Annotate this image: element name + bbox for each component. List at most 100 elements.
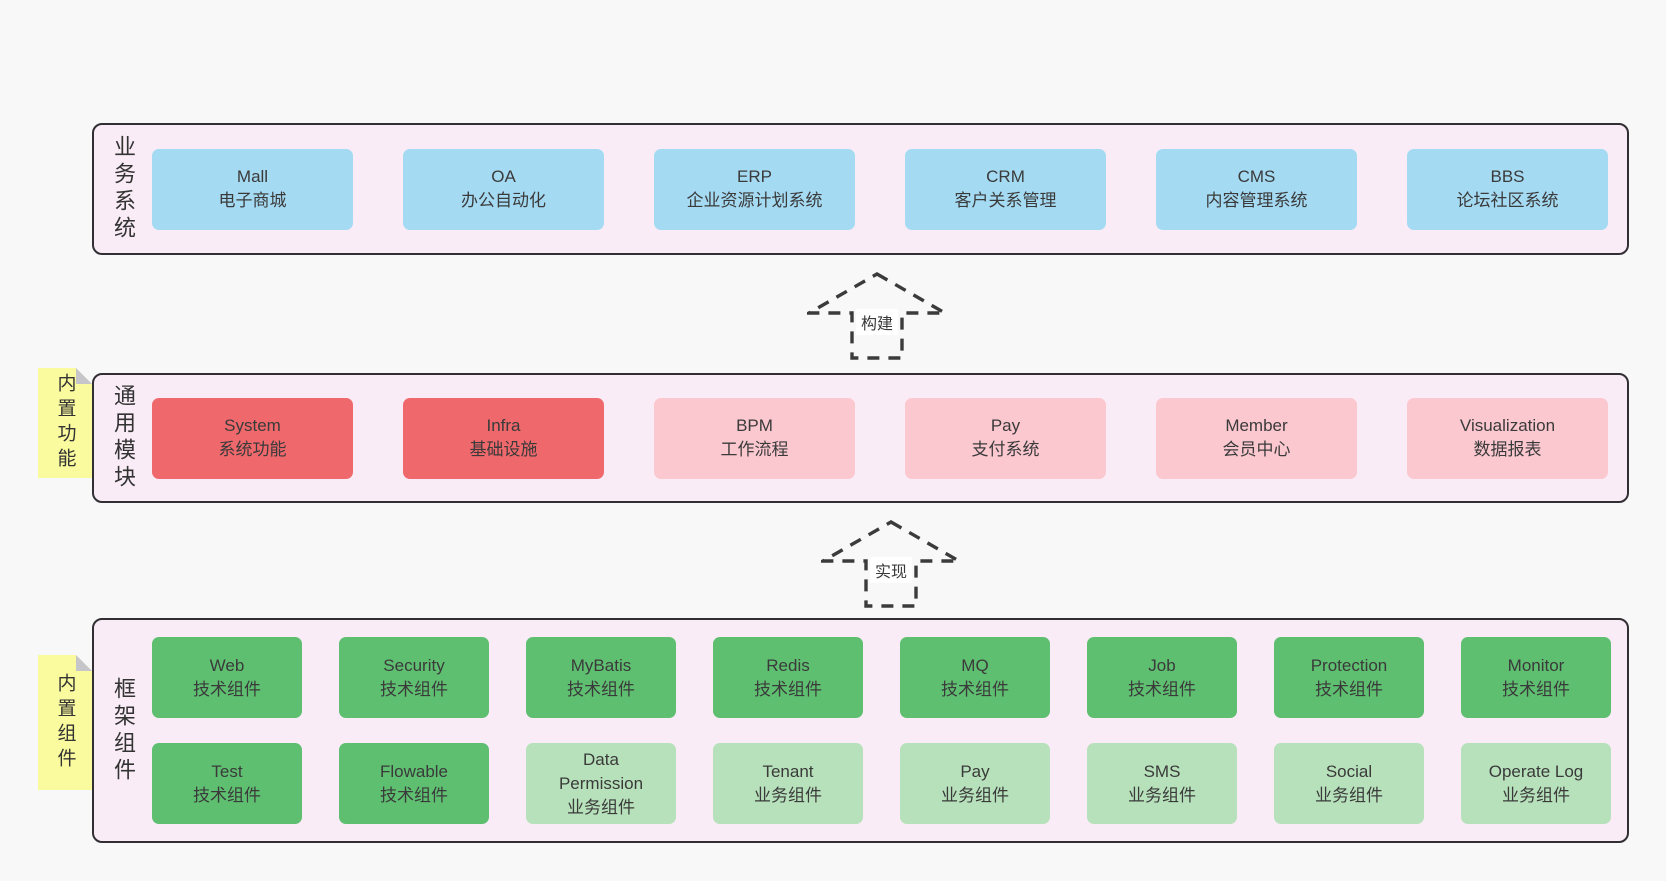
box-title: Tenant — [762, 761, 814, 781]
box-title: Social — [1325, 761, 1373, 781]
box-subtitle: 企业资源计划系统 — [686, 191, 823, 210]
box-subtitle: 业务组件 — [941, 785, 1009, 805]
sticky-note-background — [38, 655, 92, 790]
box-subtitle: 论坛社区系统 — [1456, 191, 1559, 210]
box-title: ERP — [737, 167, 772, 186]
box-web: Web 技术组件 — [152, 637, 302, 718]
box-subtitle: 业务组件 — [754, 785, 822, 805]
box-subtitle: 技术组件 — [1128, 679, 1196, 699]
box-title: MyBatis — [570, 655, 632, 675]
box-subtitle: 技术组件 — [380, 785, 448, 805]
box-member: Member 会员中心 — [1156, 397, 1357, 479]
box-title: CRM — [986, 167, 1025, 186]
box-title: Pay — [960, 761, 990, 781]
box-mybatis: MyBatis 技术组件 — [526, 637, 676, 718]
box-title: Test — [211, 761, 243, 781]
layer-common-modules: 通用模块 System 系统功能 Infra 基础设施 BPM 工作流程 Pay… — [92, 373, 1629, 503]
box-title: Monitor — [1507, 655, 1565, 675]
box-subtitle: 业务组件 — [1315, 785, 1383, 805]
layer-business-side-label: 业务系统 — [94, 125, 152, 253]
box-data-permission: Data Permission 业务组件 — [526, 743, 676, 824]
box-pay-component: Pay 业务组件 — [900, 743, 1050, 824]
box-subtitle: 系统功能 — [218, 440, 287, 459]
box-title: Job — [1148, 655, 1176, 675]
note-text: 内置组件 — [54, 672, 76, 773]
box-mq: MQ 技术组件 — [900, 637, 1050, 718]
box-title: Pay — [990, 416, 1021, 435]
box-subtitle: 业务组件 — [567, 797, 635, 817]
side-label-text: 通用模块 — [111, 384, 136, 492]
implement-arrow-label: 实现 — [869, 557, 913, 583]
box-title: Flowable — [379, 761, 449, 781]
box-subtitle: 业务组件 — [1128, 785, 1196, 805]
layer-framework-components: 框架组件 Web 技术组件 Security 技术组件 MyBatis 技术组件… — [92, 618, 1629, 843]
box-security: Security 技术组件 — [339, 637, 489, 718]
box-sms: SMS 业务组件 — [1087, 743, 1237, 824]
components-row-1: Web 技术组件 Security 技术组件 MyBatis 技术组件 Redi… — [152, 637, 1613, 718]
box-bbs: BBS 论坛社区系统 — [1407, 148, 1608, 230]
box-title: Redis — [766, 655, 810, 675]
box-flowable: Flowable 技术组件 — [339, 743, 489, 824]
layer-modules-side-label: 通用模块 — [94, 375, 152, 501]
box-oa: OA 办公自动化 — [403, 148, 604, 230]
box-title: MQ — [961, 655, 989, 675]
box-redis: Redis 技术组件 — [713, 637, 863, 718]
box-subtitle: 技术组件 — [380, 679, 448, 699]
box-subtitle: 业务组件 — [1502, 785, 1570, 805]
components-row-2: Test 技术组件 Flowable 技术组件 Data Permission … — [152, 743, 1613, 824]
box-subtitle: 技术组件 — [754, 679, 822, 699]
box-test: Test 技术组件 — [152, 743, 302, 824]
box-system: System 系统功能 — [152, 397, 353, 479]
box-protection: Protection 技术组件 — [1274, 637, 1424, 718]
box-title: CMS — [1237, 167, 1276, 186]
folded-corner-icon — [76, 655, 92, 671]
box-subtitle: 数据报表 — [1473, 440, 1542, 459]
note-text: 内置功能 — [54, 373, 76, 473]
box-subtitle: 技术组件 — [941, 679, 1009, 699]
box-title: Member — [1225, 416, 1288, 435]
box-subtitle: 会员中心 — [1222, 440, 1291, 459]
box-visualization: Visualization 数据报表 — [1407, 397, 1608, 479]
box-subtitle: 支付系统 — [971, 440, 1040, 459]
modules-boxes-row: System 系统功能 Infra 基础设施 BPM 工作流程 Pay 支付系统… — [152, 375, 1627, 501]
box-job: Job 技术组件 — [1087, 637, 1237, 718]
box-bpm: BPM 工作流程 — [654, 397, 855, 479]
note-built-in-components: 内置组件 — [38, 655, 92, 790]
box-subtitle: 办公自动化 — [461, 191, 546, 210]
box-title: Web — [209, 655, 245, 675]
box-title: BPM — [736, 416, 773, 435]
box-title: System — [224, 416, 281, 435]
box-monitor: Monitor 技术组件 — [1461, 637, 1611, 718]
side-label-text: 框架组件 — [111, 676, 136, 785]
box-subtitle: 技术组件 — [193, 785, 261, 805]
components-grid: Web 技术组件 Security 技术组件 MyBatis 技术组件 Redi… — [152, 620, 1627, 841]
block-arrow-up-icon — [821, 520, 961, 608]
box-subtitle: 工作流程 — [720, 440, 789, 459]
folded-corner-icon — [76, 368, 92, 384]
build-arrow-label: 构建 — [855, 309, 899, 335]
box-subtitle: 技术组件 — [567, 679, 635, 699]
box-subtitle: 客户关系管理 — [954, 191, 1057, 210]
box-title: OA — [491, 167, 516, 186]
note-built-in-features: 内置功能 — [38, 368, 92, 478]
box-title: Mall — [236, 167, 269, 186]
build-arrow: 构建 — [807, 271, 947, 361]
box-title: Security — [383, 655, 445, 675]
box-title: Data Permission — [558, 749, 644, 793]
box-title: SMS — [1143, 761, 1181, 781]
implement-arrow: 实现 — [821, 519, 961, 609]
box-title: Visualization — [1459, 416, 1556, 435]
sticky-note-background — [38, 368, 92, 478]
box-operate-log: Operate Log 业务组件 — [1461, 743, 1611, 824]
box-subtitle: 基础设施 — [469, 440, 538, 459]
side-label-text: 业务系统 — [111, 135, 136, 243]
box-crm: CRM 客户关系管理 — [905, 148, 1106, 230]
box-subtitle: 技术组件 — [1502, 679, 1570, 699]
box-cms: CMS 内容管理系统 — [1156, 148, 1357, 230]
box-subtitle: 技术组件 — [1315, 679, 1383, 699]
box-erp: ERP 企业资源计划系统 — [654, 148, 855, 230]
box-infra: Infra 基础设施 — [403, 397, 604, 479]
box-subtitle: 技术组件 — [193, 679, 261, 699]
block-arrow-up-icon — [807, 272, 947, 360]
